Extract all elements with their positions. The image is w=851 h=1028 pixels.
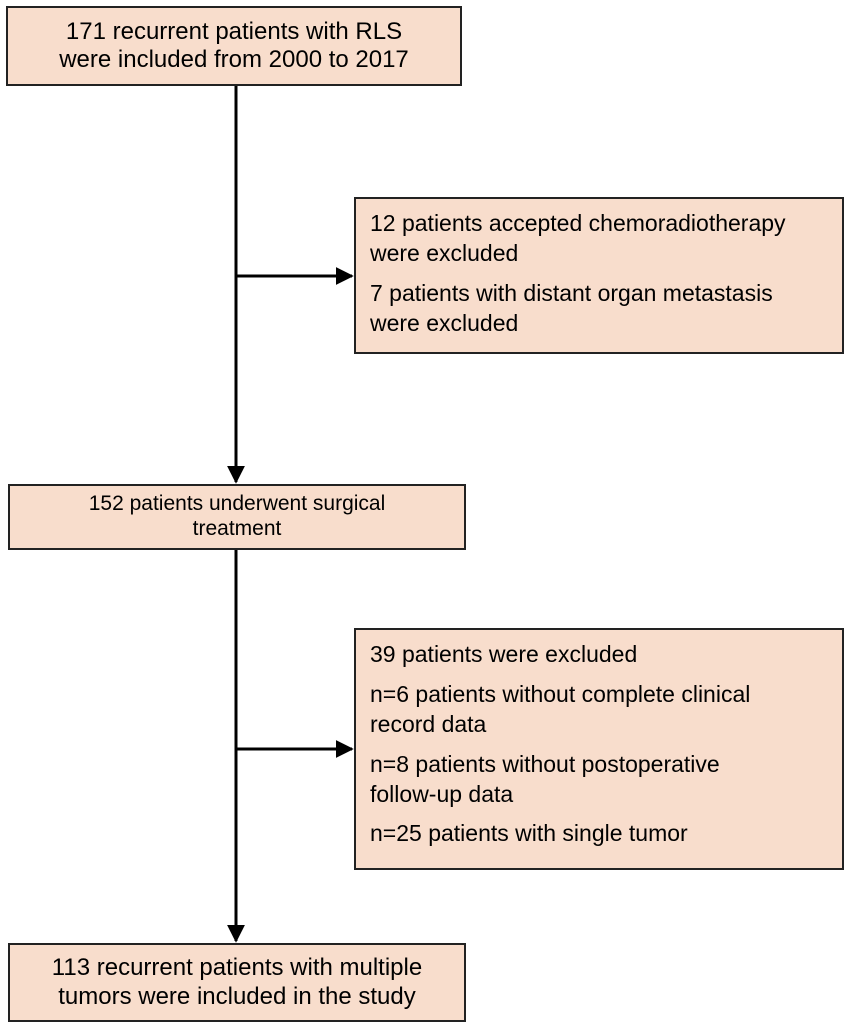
- middle-box: 152 patients underwent surgical treatmen…: [8, 484, 466, 550]
- start-box: 171 recurrent patients with RLS were inc…: [6, 6, 462, 86]
- exclusion-2-item-no-clinical-record: n=6 patients without complete clinical r…: [370, 680, 828, 740]
- exclusion-1-item-metastasis: 7 patients with distant organ metastasis…: [370, 279, 828, 339]
- exclusion-1-item-1-line-2: were excluded: [370, 239, 519, 266]
- start-box-line-1: 171 recurrent patients with RLS: [65, 17, 403, 45]
- exclusion-2-item-2-line-2: record data: [370, 710, 487, 737]
- middle-box-line-1: 152 patients underwent surgical: [88, 492, 386, 516]
- exclusion-2-item-3-line-1: n=8 patients without postoperative: [370, 750, 720, 777]
- exclusion-2-item-3-line-2: follow-up data: [370, 780, 514, 807]
- end-box: 113 recurrent patients with multiple tum…: [8, 943, 466, 1022]
- exclusion-2-item-total: 39 patients were excluded: [370, 640, 828, 670]
- start-box-line-2: were included from 2000 to 2017: [59, 46, 409, 73]
- end-box-line-2: tumors were included in the study: [58, 982, 416, 1010]
- middle-box-line-2: treatment: [192, 517, 282, 540]
- end-box-line-1: 113 recurrent patients with multiple: [51, 954, 423, 982]
- exclusion-box-1: 12 patients accepted chemoradiotherapy w…: [354, 197, 844, 354]
- exclusion-1-item-1-line-1: 12 patients accepted chemoradiotherapy: [370, 210, 786, 236]
- exclusion-2-item-4-line-1: n=25 patients with single tumor: [370, 820, 688, 847]
- exclusion-1-item-chemoradiotherapy: 12 patients accepted chemoradiotherapy w…: [370, 209, 828, 269]
- exclusion-1-item-2-line-2: were excluded: [370, 309, 519, 336]
- exclusion-1-item-2-line-1: 7 patients with distant organ metastasis: [370, 279, 773, 306]
- exclusion-2-item-no-follow-up: n=8 patients without postoperative follo…: [370, 750, 828, 810]
- exclusion-box-2: 39 patients were excluded n=6 patients w…: [354, 628, 844, 870]
- exclusion-2-item-1-line-1: 39 patients were excluded: [370, 641, 638, 667]
- exclusion-2-item-single-tumor: n=25 patients with single tumor: [370, 819, 828, 849]
- exclusion-2-item-2-line-1: n=6 patients without complete clinical: [370, 680, 751, 707]
